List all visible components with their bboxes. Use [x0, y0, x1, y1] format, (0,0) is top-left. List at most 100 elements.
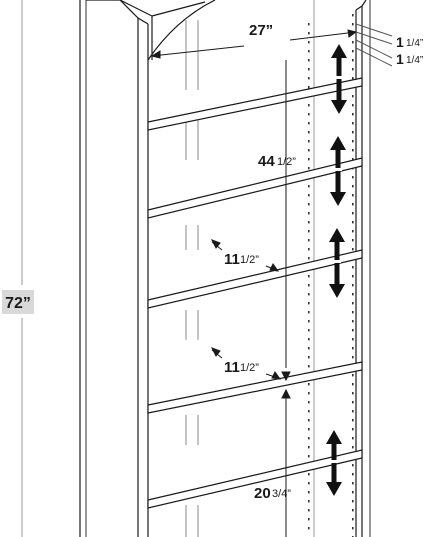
depth-lower-fraction: 1/2”: [240, 362, 259, 374]
top-apron: [147, 0, 216, 61]
pin-hole: [308, 275, 310, 278]
depth-upper-fraction: 1/2”: [240, 254, 259, 266]
pin-hole: [352, 356, 354, 359]
pin-hole: [308, 257, 310, 260]
pin-hole: [308, 230, 310, 233]
pin-hole: [308, 329, 310, 332]
adjust-arrow-2: [330, 136, 346, 206]
shelf-4: [147, 361, 363, 414]
pin-hole: [308, 41, 310, 44]
left-side-panel: [79, 0, 153, 537]
pin-hole: [352, 239, 354, 242]
pin-hole: [308, 455, 310, 458]
pin-hole: [352, 329, 354, 332]
pin-hole: [352, 203, 354, 206]
pin-hole: [352, 320, 354, 323]
pin-hole: [308, 32, 310, 35]
pin-hole: [352, 347, 354, 350]
pin-hole: [352, 428, 354, 431]
pin-hole: [352, 95, 354, 98]
pin-hole: [352, 419, 354, 422]
pin-hole: [352, 212, 354, 215]
pin-hole: [352, 293, 354, 296]
pin-hole: [308, 248, 310, 251]
pin-hole: [352, 158, 354, 161]
pin-hole: [352, 23, 354, 26]
depth-upper-whole: 11: [224, 251, 240, 268]
pin-hole: [352, 383, 354, 386]
pin-hole: [308, 311, 310, 314]
pin-hole: [352, 509, 354, 512]
pin-hole: [308, 149, 310, 152]
pin-hole: [352, 113, 354, 116]
pin-hole: [352, 491, 354, 494]
trim-thickness-lines: [355, 23, 393, 67]
pin-hole: [352, 482, 354, 485]
pin-hole: [308, 194, 310, 197]
pin-hole: [352, 14, 354, 17]
pin-hole: [308, 419, 310, 422]
pin-hole: [352, 221, 354, 224]
pin-hole: [308, 68, 310, 71]
pin-hole: [352, 473, 354, 476]
adjust-arrow-1: [331, 44, 347, 114]
pin-hole: [352, 176, 354, 179]
pin-hole: [308, 167, 310, 170]
inner-width-label: 27”: [249, 22, 273, 39]
shelf-width-whole: 44: [258, 153, 275, 170]
pin-hole: [352, 446, 354, 449]
pin-hole: [308, 437, 310, 440]
pin-hole: [352, 401, 354, 404]
pin-hole: [352, 248, 354, 251]
pin-hole: [352, 518, 354, 521]
pin-hole: [352, 464, 354, 467]
adjustable-shelf-arrows: [326, 44, 347, 496]
pin-hole: [352, 185, 354, 188]
pin-hole: [308, 86, 310, 89]
height-label: 72”: [5, 295, 31, 312]
adjust-arrow-3: [329, 228, 345, 298]
pin-hole: [352, 140, 354, 143]
pin-hole: [308, 491, 310, 494]
pin-hole: [308, 347, 310, 350]
pin-hole: [308, 221, 310, 224]
pin-hole: [352, 338, 354, 341]
pin-hole: [308, 302, 310, 305]
pin-hole: [352, 77, 354, 80]
pin-hole: [308, 509, 310, 512]
pin-hole: [352, 149, 354, 152]
pin-hole: [308, 293, 310, 296]
pin-hole: [308, 428, 310, 431]
trim-top-whole: 1: [396, 34, 404, 50]
pin-hole: [308, 239, 310, 242]
pin-hole: [352, 41, 354, 44]
pin-hole: [308, 500, 310, 503]
depth-lower-dimension: [210, 347, 282, 380]
pin-hole: [308, 527, 310, 530]
bottom-height-fraction: 3/4”: [272, 488, 291, 500]
depth-lower-whole: 11: [224, 359, 240, 376]
pin-hole: [352, 302, 354, 305]
pin-hole: [308, 401, 310, 404]
pin-hole: [308, 23, 310, 26]
shelf-5: [147, 449, 363, 509]
pin-hole: [352, 104, 354, 107]
shelf-3: [147, 249, 363, 309]
trim-bottom-fraction: 1/4”: [406, 55, 423, 66]
pin-hole: [308, 113, 310, 116]
interior-height-line: [281, 60, 291, 537]
trim-bottom-whole: 1: [396, 51, 404, 67]
pin-hole: [308, 356, 310, 359]
pin-hole: [352, 527, 354, 530]
pin-hole: [308, 203, 310, 206]
pin-hole: [352, 392, 354, 395]
pin-hole: [308, 446, 310, 449]
shelf-1: [147, 77, 363, 131]
back-panel-lines: [185, 20, 199, 537]
pin-hole: [352, 50, 354, 53]
depth-upper-dimension: [210, 239, 280, 272]
pin-hole: [352, 311, 354, 314]
pin-hole: [308, 158, 310, 161]
pin-hole: [308, 383, 310, 386]
